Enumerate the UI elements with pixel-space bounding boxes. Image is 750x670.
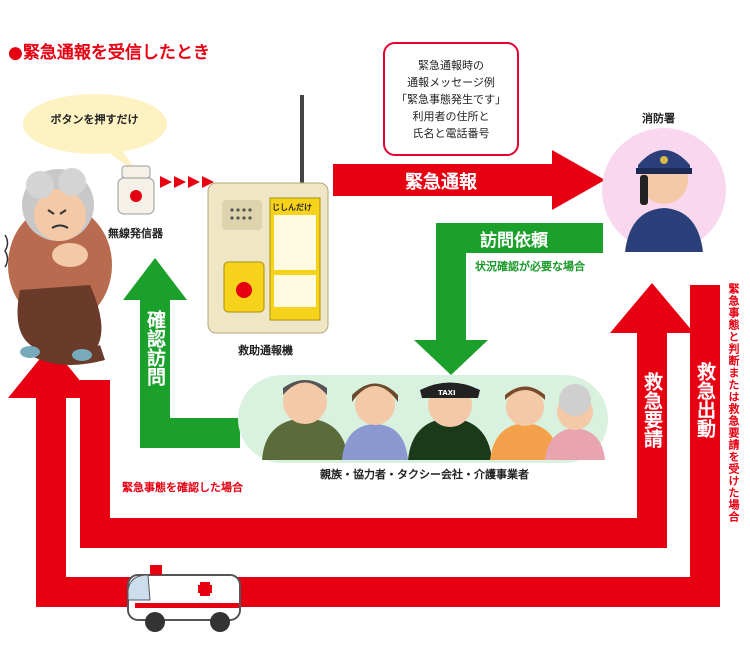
visit-request-note: 状況確認が必要な場合 [475, 260, 585, 273]
rescue-request-label: 救急要請 [641, 372, 663, 448]
visit-request-label: 訪問依頼 [480, 231, 548, 251]
emergency-call-label: 緊急通報 [405, 172, 477, 193]
rescue-unit-label: 救助通報機 [238, 344, 293, 357]
message-example-text: 緊急通報時の 通報メッセージ例 「緊急事態発生です」 利用者の住所と 氏名と電話… [396, 58, 506, 140]
rescue-dispatch-label: 救急出動 [694, 362, 716, 438]
elderly-person-illustration [4, 168, 112, 365]
fire-station-illustration [602, 128, 726, 252]
rescue-unit-brand: じしんだけ [272, 203, 312, 212]
support-group-label: 親族・協力者・タクシー会社・介護事業者 [320, 468, 529, 481]
message-example-box: 緊急通報時の 通報メッセージ例 「緊急事態発生です」 利用者の住所と 氏名と電話… [383, 42, 519, 156]
judged-emergency-note: 緊急事態と判断または救急要請を受けた場合 [727, 283, 740, 523]
wireless-transmitter-illustration [117, 165, 155, 215]
taxi-sign: TAXI [438, 389, 456, 397]
ambulance-illustration [127, 565, 241, 632]
signal-arrows [160, 176, 214, 188]
emergency-call-arrow [333, 150, 605, 210]
speech-bubble-text: ボタンを押すだけ [50, 113, 139, 126]
speech-bubble [23, 94, 167, 175]
visit-request-arrow [414, 223, 603, 375]
page-title: ●緊急通報を受信したとき [8, 43, 210, 63]
confirmed-emergency-note: 緊急事態を確認した場合 [122, 481, 243, 494]
fire-station-label: 消防署 [642, 112, 675, 125]
support-group-illustration [238, 375, 608, 463]
confirm-visit-label: 確認訪問 [144, 310, 166, 386]
rescue-unit-illustration [207, 95, 329, 334]
wireless-transmitter-label: 無線発信器 [108, 227, 163, 240]
rescue-request-arrow [80, 283, 694, 548]
confirm-visit-arrow [123, 258, 240, 448]
